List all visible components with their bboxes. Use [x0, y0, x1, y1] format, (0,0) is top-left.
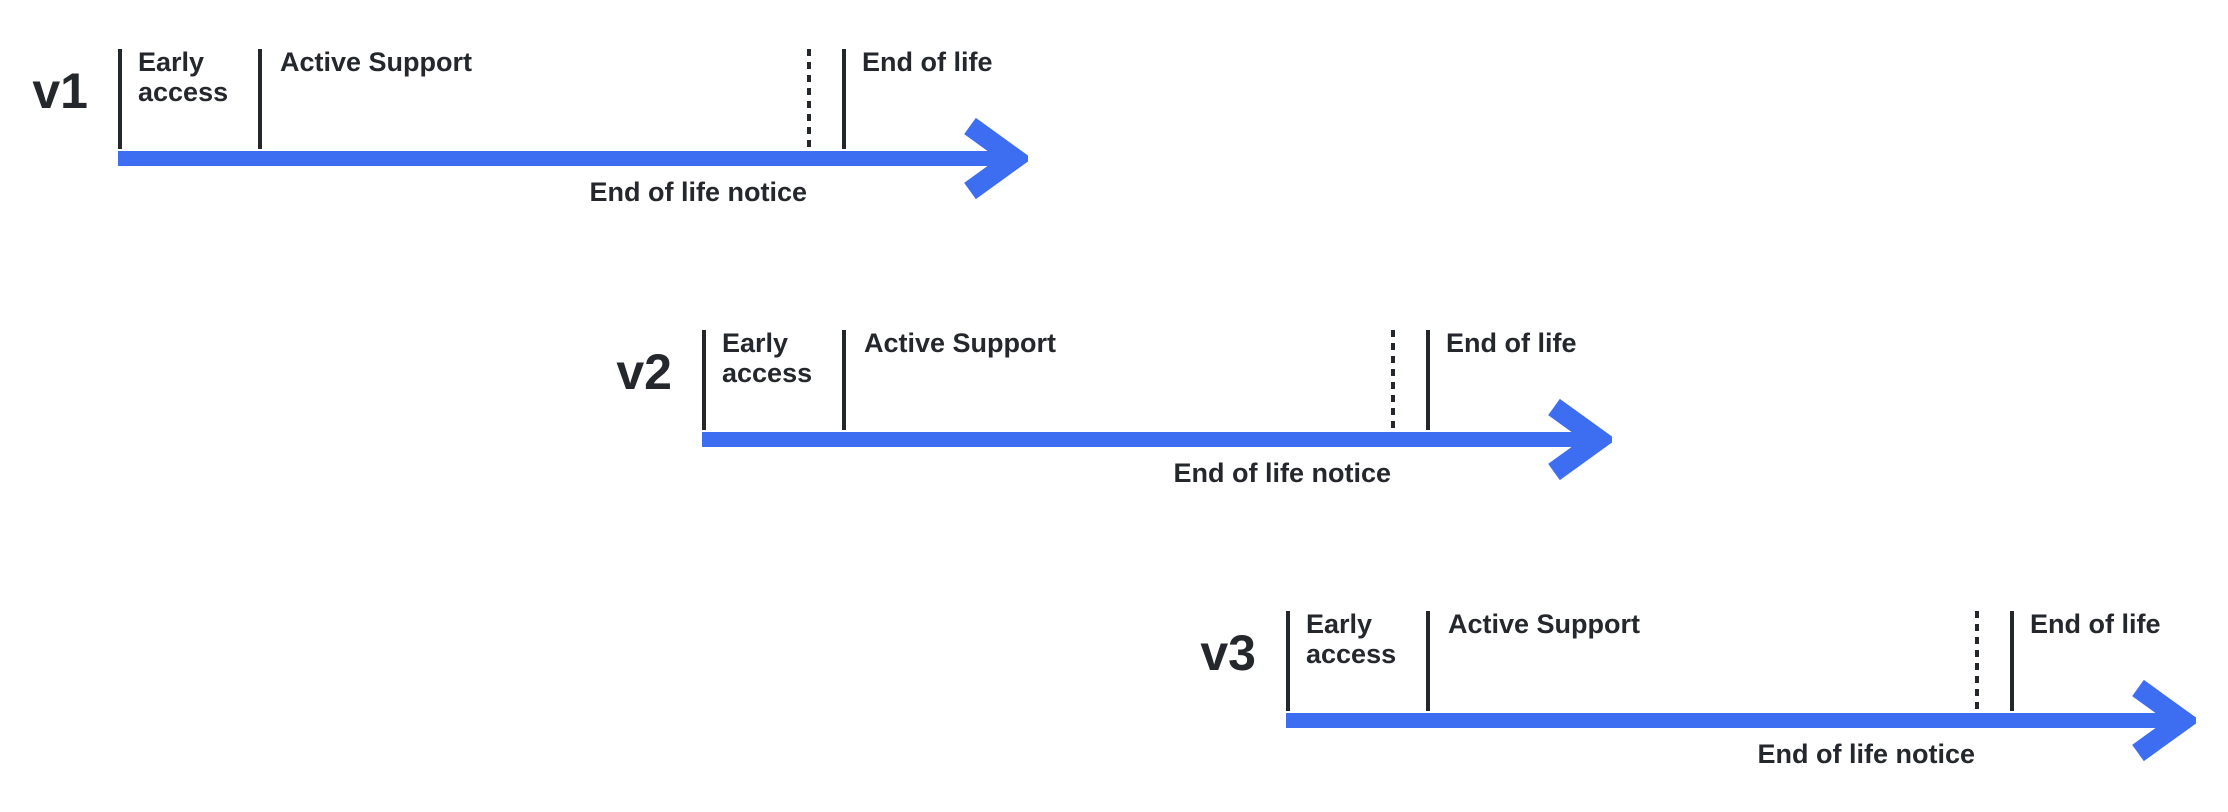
active-support-label: Active Support [1448, 609, 1641, 639]
end-of-life-label: End of life [1446, 328, 1577, 358]
timeline-start-tick [702, 330, 706, 430]
end-of-life-notice-label: End of life notice [1757, 739, 1975, 769]
version-label: v3 [1200, 625, 1256, 681]
timeline-arrow-shaft [702, 432, 1583, 447]
timeline-start-tick [118, 49, 122, 149]
timeline-arrow [1286, 679, 2196, 762]
timeline-arrow [702, 398, 1612, 481]
timeline-arrowhead [964, 117, 1028, 200]
eol-notice-dashed-line [1975, 611, 1979, 711]
end-of-life-label: End of life [862, 47, 993, 77]
end-of-life-tick [1426, 330, 1430, 430]
early-access-label: Early access [1306, 609, 1397, 669]
version-label: v2 [616, 344, 672, 400]
version-label: v1 [32, 63, 88, 119]
early-access-end-tick [1426, 611, 1430, 711]
active-support-label: Active Support [864, 328, 1057, 358]
early-access-end-tick [842, 330, 846, 430]
timeline-arrow-shaft [118, 151, 999, 166]
active-support-label: Active Support [280, 47, 473, 77]
end-of-life-tick [842, 49, 846, 149]
timeline-arrow [118, 117, 1028, 200]
end-of-life-notice-label: End of life notice [1173, 458, 1391, 488]
timeline-arrow-shaft [1286, 713, 2167, 728]
end-of-life-notice-label: End of life notice [589, 177, 807, 207]
early-access-label: Early access [138, 47, 229, 107]
timeline-arrowhead [2132, 679, 2196, 762]
eol-notice-dashed-line [807, 49, 811, 149]
timeline-start-tick [1286, 611, 1290, 711]
end-of-life-label: End of life [2030, 609, 2161, 639]
end-of-life-tick [2010, 611, 2014, 711]
early-access-end-tick [258, 49, 262, 149]
eol-notice-dashed-line [1391, 330, 1395, 430]
timeline-arrowhead [1548, 398, 1612, 481]
early-access-label: Early access [722, 328, 813, 388]
